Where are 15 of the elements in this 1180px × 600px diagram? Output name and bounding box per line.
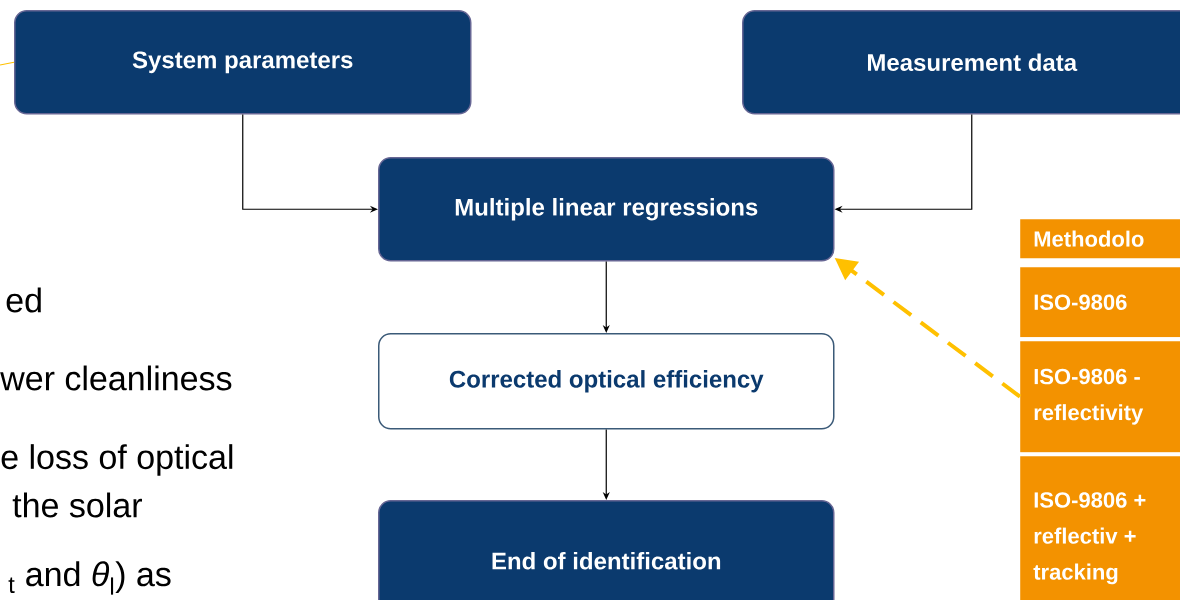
body-text: $_{t}$ and θ$_{l}$) as — [8, 561, 171, 595]
body-text: e loss of optical — [1, 444, 233, 476]
table-cell: ISO-9806 - reflectivity — [1020, 341, 1180, 453]
process-box: End of identification — [378, 500, 835, 600]
body-text: ed — [6, 287, 41, 313]
connector-line — [0, 61, 15, 66]
process-box: Multiple linear regressions — [378, 157, 835, 262]
process-box: System parameters — [14, 10, 472, 115]
body-text: the solar — [12, 492, 142, 518]
table-cell: ISO-9806 — [1020, 267, 1180, 338]
table-cell: ISO-9806 + reflectiv + tracking — [1020, 456, 1180, 600]
body-text: wer cleanliness — [0, 365, 232, 391]
table-cell: Methodolo — [1020, 219, 1180, 259]
process-box: Measurement data — [742, 10, 1180, 115]
result-box: Corrected optical efficiency — [378, 333, 835, 430]
